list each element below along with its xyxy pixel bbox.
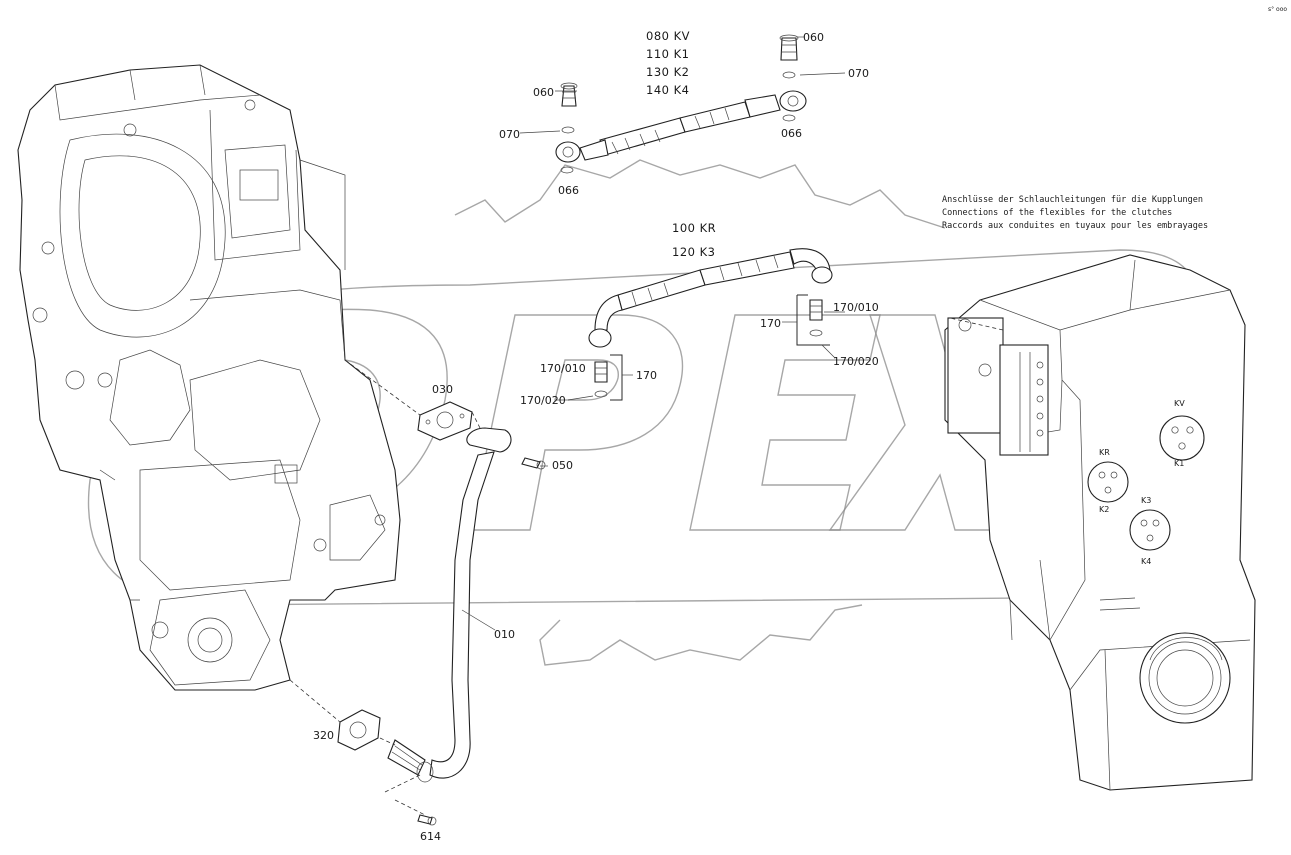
middle-hose-codes: 100 KR 120 K3 xyxy=(672,221,716,259)
hose-code-kr: 100 KR xyxy=(672,221,716,235)
upper-hose-codes: 080 KV 110 K1 130 K2 140 K4 xyxy=(646,29,690,97)
callout-030: 030 xyxy=(432,383,453,396)
callout-170-020-right: 170/020 xyxy=(833,355,879,368)
valve-plate xyxy=(947,317,1004,434)
callout-170-010-left: 170/010 xyxy=(540,362,586,375)
note-fr: Raccords aux conduites en tuyaux pour le… xyxy=(942,221,1208,231)
port-label-k3: K3 xyxy=(1141,496,1151,505)
hose-code-kv: 080 KV xyxy=(646,29,690,43)
note-de: Anschlüsse der Schlauchleitungen für die… xyxy=(942,195,1203,205)
port-label-kv: KV xyxy=(1174,399,1185,408)
callout-614: 614 xyxy=(420,830,441,843)
callout-070-right: 070 xyxy=(848,67,869,80)
callout-066-left: 066 xyxy=(558,184,579,197)
hose-code-k1: 110 K1 xyxy=(646,47,689,61)
clutch-block xyxy=(944,254,1256,791)
port-label-k2: K2 xyxy=(1099,505,1109,514)
hose-code-k4: 140 K4 xyxy=(646,83,689,97)
watermark-gear-outline xyxy=(454,159,946,666)
port-label-k1: K1 xyxy=(1174,459,1184,468)
hose-code-k3: 120 K3 xyxy=(672,245,715,259)
callout-170-010-right: 170/010 xyxy=(833,301,879,314)
middle-hose-assembly xyxy=(567,248,845,401)
clutch-connection-note: Anschlüsse der Schlauchleitungen für die… xyxy=(942,195,1208,231)
callout-060-right: 060 xyxy=(803,31,824,44)
callout-050: 050 xyxy=(552,459,573,472)
gasket-320 xyxy=(337,709,381,751)
note-en: Connections of the flexibles for the clu… xyxy=(942,208,1172,218)
port-kr-k2: KR K2 xyxy=(1087,448,1129,514)
callout-010: 010 xyxy=(494,628,515,641)
port-label-kr: KR xyxy=(1099,448,1110,457)
callout-170-right: 170 xyxy=(760,317,781,330)
callout-060-left: 060 xyxy=(533,86,554,99)
gasket-030 xyxy=(417,401,473,441)
hose-code-k2: 130 K2 xyxy=(646,65,689,79)
callout-070-left: 070 xyxy=(499,128,520,141)
port-k3-k4: K3 K4 xyxy=(1129,496,1171,566)
pipe-010 xyxy=(384,427,548,826)
output-bore xyxy=(1139,632,1231,724)
watermark-letter-e xyxy=(689,314,881,531)
upper-hose-assembly xyxy=(519,34,846,174)
transmission-housing xyxy=(17,64,401,691)
callout-170-left: 170 xyxy=(636,369,657,382)
callout-170-020-left: 170/020 xyxy=(520,394,566,407)
callout-066-right: 066 xyxy=(781,127,802,140)
watermark-letter-p xyxy=(469,314,684,531)
assembly-leaders xyxy=(289,317,1004,746)
callout-320: 320 xyxy=(313,729,334,742)
page-mark: s° ooo xyxy=(1268,6,1287,13)
part-callouts: 060 060 070 070 066 066 170/010 170 170/… xyxy=(313,31,879,843)
port-label-k4: K4 xyxy=(1141,557,1151,566)
port-kv-k1: KV K1 xyxy=(1159,399,1205,468)
